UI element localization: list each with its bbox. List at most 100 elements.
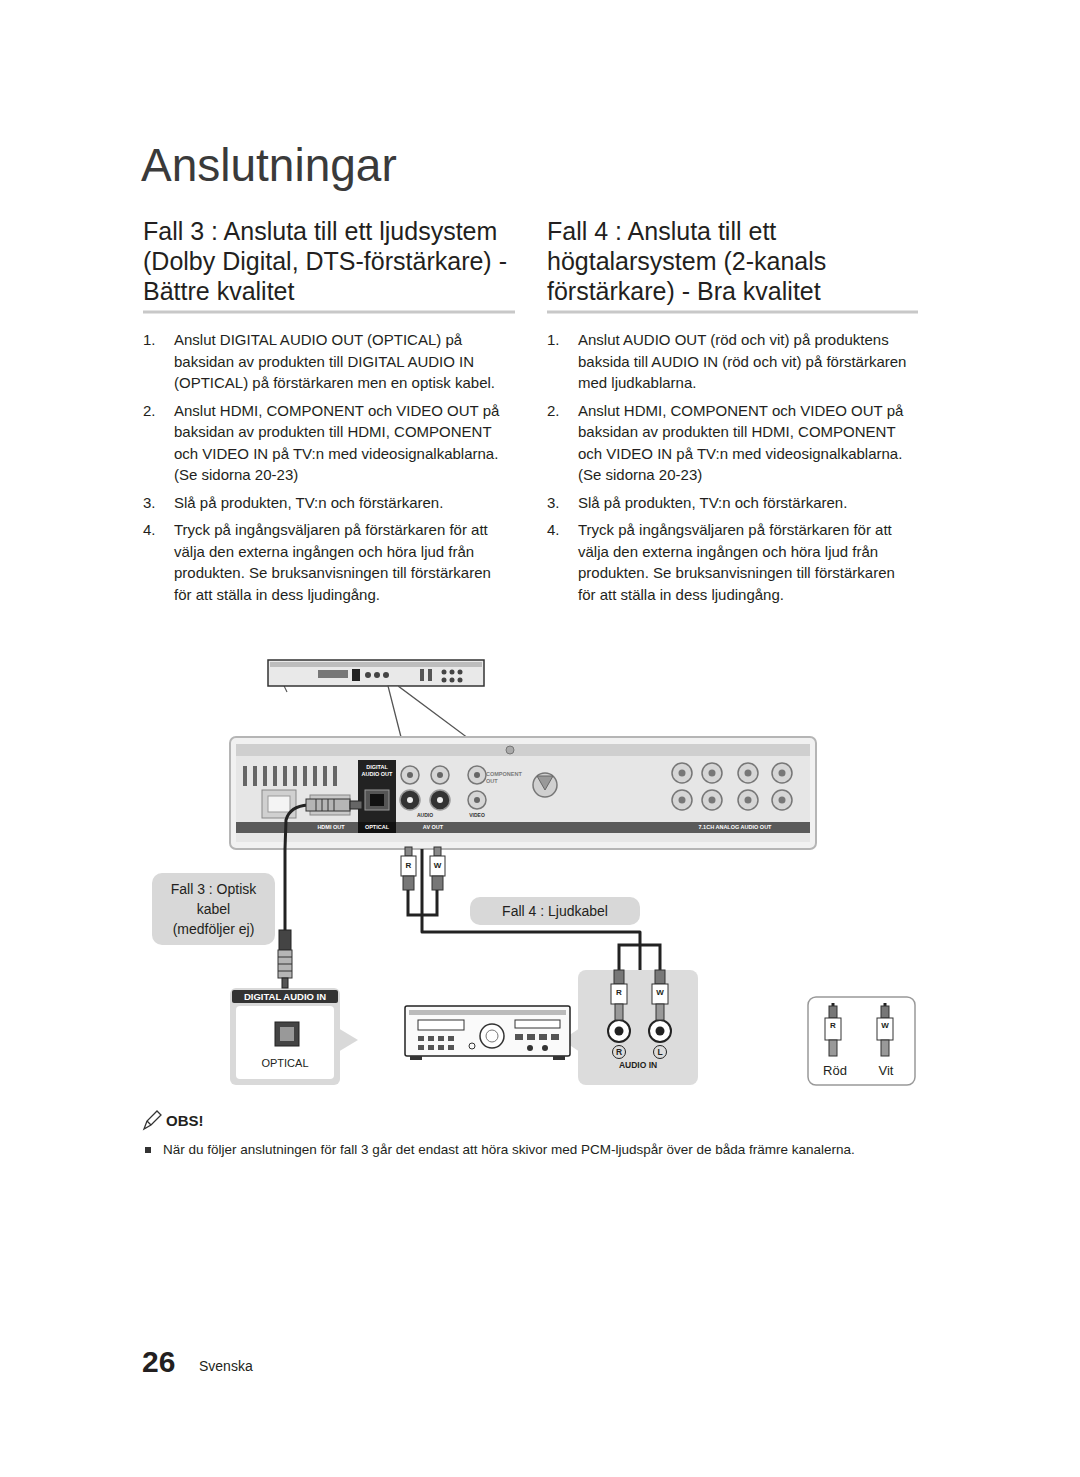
optical-input-callout [338, 1028, 358, 1052]
amplifier-drawing [551, 1034, 559, 1040]
analog-input-callout [608, 1020, 630, 1042]
rca-plug [881, 1006, 889, 1018]
product-thumbnail [383, 672, 389, 678]
step-number: 4. [547, 519, 560, 541]
product-thumbnail [365, 672, 371, 678]
optical-plug [334, 799, 335, 811]
rear-panel-drawing [407, 772, 413, 778]
optical-plug [350, 801, 362, 809]
rear-panel-drawing [236, 822, 810, 833]
rear-panel-drawing [273, 766, 277, 786]
rca-plug [655, 970, 665, 984]
note-bullet [145, 1147, 151, 1153]
step-text: Slå på produkten, TV:n och förstärkaren. [578, 492, 916, 514]
rca-plug [401, 856, 416, 876]
step-number: 2. [547, 400, 560, 422]
amplifier-drawing [418, 1045, 424, 1050]
cable-tag: Fall 4 : Ljudkabel [470, 897, 640, 925]
heading-rule [547, 311, 918, 314]
rear-panel-drawing [468, 791, 486, 809]
rear-panel-drawing [474, 772, 480, 778]
rear-panel-drawing [400, 790, 420, 810]
amplifier-drawing [480, 1024, 504, 1048]
rear-panel-drawing [672, 790, 692, 810]
amplifier-drawing [448, 1036, 454, 1041]
amplifier-drawing [486, 1030, 498, 1042]
rca-plug [614, 970, 624, 984]
rear-panel-drawing [333, 766, 337, 786]
product-thumbnail [450, 678, 455, 683]
rca-plug [652, 984, 668, 1004]
optical-plug [278, 950, 292, 978]
rear-panel-drawing [407, 797, 413, 803]
optical-input-callout [230, 988, 358, 1085]
product-thumbnail [268, 660, 484, 692]
rear-panel-drawing [679, 770, 686, 777]
optical-input-callout [230, 988, 340, 1085]
analog-input-callout [562, 970, 698, 1085]
optical-plug [285, 799, 362, 849]
rear-panel-drawing [370, 794, 384, 806]
rear-panel-drawing [537, 776, 553, 790]
amplifier-drawing [418, 1036, 424, 1041]
product-thumbnail [352, 669, 360, 681]
amplifier-drawing [428, 1036, 434, 1041]
step-text: Anslut AUDIO OUT (röd och vit) på produk… [578, 329, 916, 394]
rca-plug [408, 890, 437, 915]
optical-plug [306, 799, 350, 811]
product-thumbnail [318, 670, 348, 678]
tag-text: Fall 3 : Optisk kabel (medföljer ej) [169, 879, 259, 939]
rear-panel-drawing [679, 797, 686, 804]
jack-label: VIDEO [462, 812, 492, 819]
step-text: Tryck på ingångsväljaren på förstärkaren… [578, 519, 916, 605]
input-callout: DIGITAL AUDIO IN OPTICAL [230, 988, 340, 1085]
note-text: När du följer anslutningen för fall 3 gå… [163, 1141, 943, 1159]
product-thumbnail [442, 670, 447, 675]
amplifier-drawing [410, 1056, 422, 1060]
amplifier-drawing [553, 1056, 565, 1060]
rear-panel-drawing [283, 766, 287, 786]
section-heading: Fall 4 : Ansluta till ett högtalarsystem… [547, 216, 919, 306]
step-number: 2. [143, 400, 156, 422]
plug-letter: R [826, 1021, 840, 1031]
color-name: Vit [866, 1063, 906, 1079]
rear-panel-drawing [474, 797, 480, 803]
rca-plug [619, 945, 660, 970]
amplifier-drawing [448, 1045, 454, 1050]
channel-letter: R [613, 1047, 625, 1057]
cable-connector [422, 849, 640, 970]
rear-panel-drawing [672, 763, 692, 783]
analog-input-callout [613, 1046, 626, 1059]
section-heading: Fall 3 : Ansluta till ett ljudsystem (Do… [143, 216, 515, 306]
amplifier-drawing [405, 1006, 570, 1060]
product-thumbnail [268, 660, 484, 686]
rear-panel-drawing [709, 797, 716, 804]
product-thumbnail [428, 669, 432, 681]
rear-panel-drawing [358, 822, 396, 833]
product-thumbnail [420, 669, 424, 681]
note-pencil-icon [144, 1111, 161, 1129]
port-label: OPTICAL [230, 1056, 340, 1070]
rear-panel-drawing [745, 770, 752, 777]
rear-panel-drawing [293, 766, 297, 786]
plug-letter: W [430, 861, 445, 871]
rca-plug [434, 847, 441, 856]
tag-text: Fall 4 : Ljudkabel [475, 902, 635, 920]
cable-tag: Fall 3 : Optisk kabel (medföljer ej) [152, 873, 275, 945]
amplifier-drawing [515, 1020, 560, 1028]
rca-plug [405, 847, 412, 856]
page-number: 26 [142, 1344, 175, 1380]
rca-plug [825, 1018, 841, 1040]
rear-panel-drawing [506, 746, 514, 754]
amplifier-drawing [527, 1034, 535, 1040]
port-label: DIGITAL AUDIO IN [232, 990, 338, 1003]
rear-panel-drawing [772, 790, 792, 810]
amplifier-drawing [438, 1036, 444, 1041]
jack-label: HDMI OUT [312, 823, 350, 831]
optical-input-callout [232, 990, 338, 1003]
amplifier-drawing [405, 1006, 570, 1056]
amplifier-drawing [428, 1045, 434, 1050]
optical-plug [328, 799, 329, 811]
step-text: Anslut HDMI, COMPONENT och VIDEO OUT på … [578, 400, 916, 486]
